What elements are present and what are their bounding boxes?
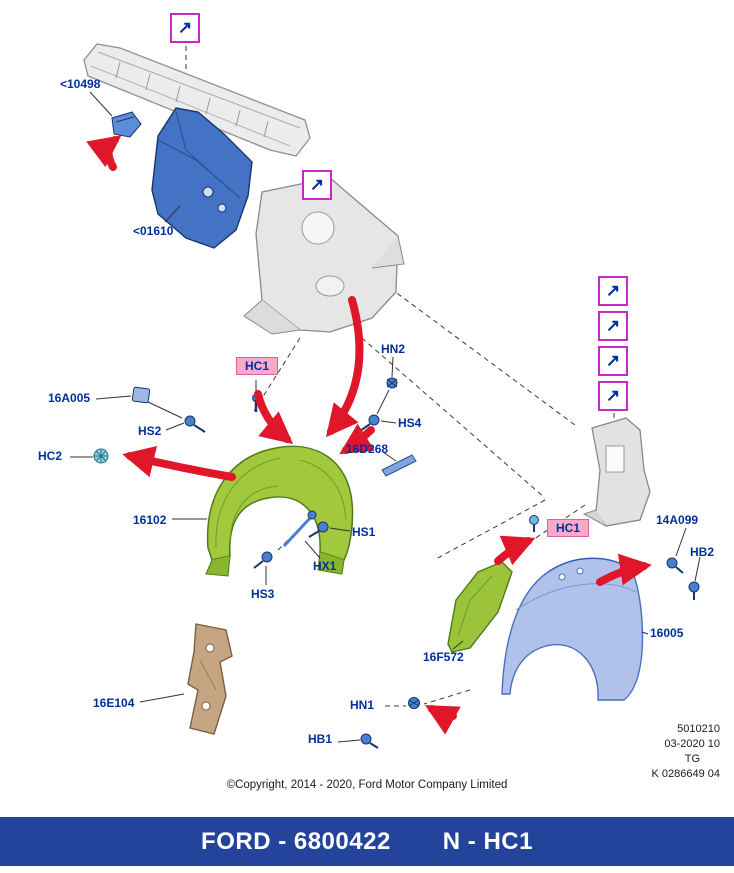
diagram-artwork — [70, 43, 701, 749]
view-arrow-icon: ↗ — [309, 174, 325, 194]
view-arrow-icon: ↗ — [605, 350, 621, 370]
part-label-16E104[interactable]: 16E104 — [93, 696, 135, 710]
plate-code: TG — [684, 753, 700, 765]
part-label-HS1[interactable]: HS1 — [352, 525, 376, 539]
pointer-lines — [70, 91, 701, 743]
bracket-16E104 — [187, 623, 233, 735]
part-label-01610[interactable]: <01610 — [133, 224, 174, 238]
view-arrow-icon: ↗ — [605, 315, 621, 335]
part-label-HC1-lower[interactable]: HC1 — [547, 519, 590, 537]
cowl-side-panel-01610 — [151, 107, 253, 249]
bracket-10498 — [111, 111, 142, 138]
part-label-HC1-upper[interactable]: HC1 — [236, 357, 279, 375]
apron-panel — [243, 177, 405, 335]
footer-section-code: N - HC1 — [442, 827, 533, 855]
part-label-16F572[interactable]: 16F572 — [423, 650, 464, 664]
plate-info: 5010210 03-2020 10 TG K 0286649 04 — [608, 722, 720, 782]
view-arrow-icon: ↗ — [177, 17, 193, 37]
plate-number: 5010210 — [677, 723, 720, 735]
view-callout-button-right-1[interactable]: ↗ — [598, 276, 628, 306]
footer-bar: FORD - 6800422 N - HC1 — [0, 817, 734, 866]
wheel-arch-liner-16102 — [205, 445, 354, 577]
part-label-16A005[interactable]: 16A005 — [48, 391, 91, 405]
part-label-16102[interactable]: 16102 — [133, 513, 167, 527]
part-label-HC2[interactable]: HC2 — [38, 449, 63, 463]
side-panel-right — [582, 417, 651, 527]
fender-16005 — [501, 557, 644, 701]
view-callout-button-right-4[interactable]: ↗ — [598, 381, 628, 411]
view-callout-button-right-2[interactable]: ↗ — [598, 311, 628, 341]
view-arrow-icon: ↗ — [605, 280, 621, 300]
part-label-HN1[interactable]: HN1 — [350, 698, 375, 712]
plate-date: 03-2020 10 — [664, 738, 720, 750]
part-label-HB2[interactable]: HB2 — [690, 545, 715, 559]
view-callout-button-mid[interactable]: ↗ — [302, 170, 332, 200]
part-label-HS2[interactable]: HS2 — [138, 424, 162, 438]
part-label-HS3[interactable]: HS3 — [251, 587, 275, 601]
part-label-16005[interactable]: 16005 — [650, 626, 684, 640]
part-label-HN2[interactable]: HN2 — [381, 342, 406, 356]
part-label-16D268[interactable]: 16D268 — [346, 442, 389, 456]
cowl-top-panel — [83, 43, 311, 157]
part-label-10498[interactable]: <10498 — [60, 77, 101, 91]
red-arrows — [86, 135, 652, 735]
view-callout-button-top[interactable]: ↗ — [170, 13, 200, 43]
part-label-HX1[interactable]: HX1 — [313, 559, 337, 573]
copyright-text: ©Copyright, 2014 - 2020, Ford Motor Comp… — [226, 779, 508, 791]
part-label-14A099[interactable]: 14A099 — [656, 513, 699, 527]
view-callout-button-right-3[interactable]: ↗ — [598, 346, 628, 376]
shield-16F572 — [447, 561, 513, 653]
part-label-HB1[interactable]: HB1 — [308, 732, 333, 746]
part-label-HS4[interactable]: HS4 — [398, 416, 422, 430]
fasteners — [93, 377, 700, 749]
footer-catalog-number: FORD - 6800422 — [201, 827, 391, 855]
plate-reference: K 0286649 04 — [651, 768, 720, 780]
view-arrow-icon: ↗ — [605, 385, 621, 405]
